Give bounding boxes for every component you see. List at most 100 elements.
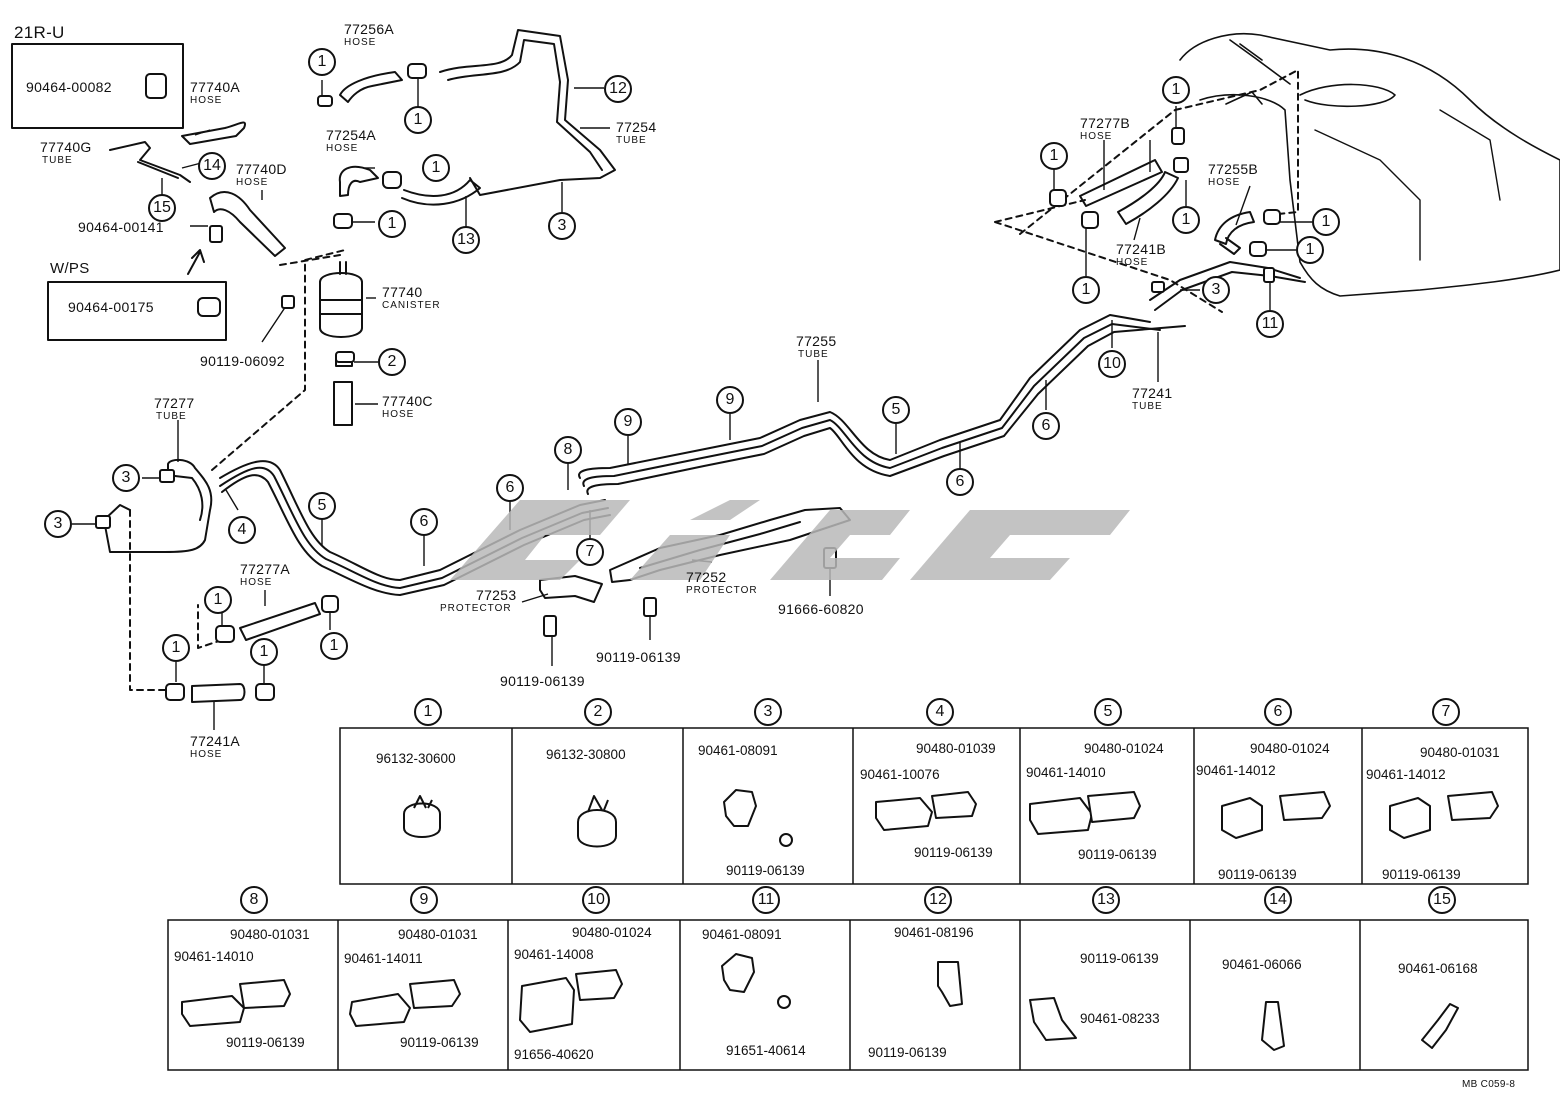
clip-90461-10076 [875, 797, 933, 831]
table-header-14: 14 [1264, 886, 1292, 914]
table-5-code-c: 90119-06139 [1078, 847, 1157, 862]
table-header-9: 9 [410, 886, 438, 914]
part-77241A: 77241A [190, 733, 241, 749]
table-7-code-b: 90461-14012 [1366, 767, 1446, 782]
clip-90461-14010a [1029, 797, 1093, 835]
hose-77254A [338, 165, 379, 197]
part-77254-type: TUBE [616, 135, 647, 146]
callout-1: 1 [1072, 276, 1100, 304]
table-9-code-c: 90119-06139 [400, 1035, 479, 1050]
wps-arrow [187, 249, 205, 275]
footer-drawing-code: MB C059-8 [1462, 1079, 1516, 1090]
clip-90461-08196 [937, 961, 963, 1007]
part-77740: 77740 [382, 284, 423, 300]
clamp-shape [317, 95, 333, 107]
part-77740D: 77740D [236, 161, 287, 177]
callout-6: 6 [496, 474, 524, 502]
table-12-code-a: 90461-08196 [894, 925, 974, 940]
tube-77740G [109, 141, 191, 183]
hose-77740D [209, 191, 286, 257]
clip-90461-06168 [1421, 1003, 1459, 1049]
hose-77277A [239, 602, 321, 641]
part-77255: 77255 [796, 333, 837, 349]
table-6-code-c: 90119-06139 [1218, 867, 1297, 882]
part-77740-type: CANISTER [382, 300, 441, 311]
part-77255B-type: HOSE [1208, 177, 1241, 188]
callout-15: 15 [148, 194, 176, 222]
table-10-code-b: 90461-14008 [514, 947, 594, 962]
table-4-code-a: 90480-01039 [916, 741, 996, 756]
table-5-code-a: 90480-01024 [1084, 741, 1164, 756]
callout-10: 10 [1098, 350, 1126, 378]
callout-1: 1 [378, 210, 406, 238]
part-91666-60820: 91666-60820 [778, 601, 864, 617]
part-77740G: 77740G [40, 139, 92, 155]
callout-6: 6 [1032, 412, 1060, 440]
dash-box-right [994, 69, 1299, 313]
wps-label: W/PS [50, 260, 90, 277]
hose-77740C [333, 381, 353, 426]
callout-8: 8 [554, 436, 582, 464]
part-77241B: 77241B [1116, 241, 1167, 257]
hose-77241B [1117, 171, 1179, 225]
part-77241A-type: HOSE [190, 749, 223, 760]
canister-body [319, 272, 363, 338]
table-header-2: 2 [584, 698, 612, 726]
clip-90461-08091a [723, 789, 757, 827]
table-8-code-b: 90461-14010 [174, 949, 254, 964]
part-77254: 77254 [616, 119, 657, 135]
part-77241-type: TUBE [1132, 401, 1163, 412]
callout-1: 1 [422, 154, 450, 182]
callout-1: 1 [308, 48, 336, 76]
part-77254A: 77254A [326, 127, 377, 143]
table-9-code-b: 90461-14011 [344, 951, 423, 966]
callout-3: 3 [44, 510, 72, 538]
engine-inset-part: 90464-00082 [26, 79, 112, 95]
table-3-code-b: 90119-06139 [726, 863, 805, 878]
clip-90461-14012a [1221, 797, 1263, 839]
callout-1: 1 [1162, 76, 1190, 104]
table-11-code-a: 90461-08091 [702, 927, 782, 942]
callout-12: 12 [604, 75, 632, 103]
table-header-6: 6 [1264, 698, 1292, 726]
table-header-4: 4 [926, 698, 954, 726]
tube-bundle-middle [578, 314, 1151, 479]
part-77277: 77277 [154, 395, 195, 411]
dash-line-canister [211, 249, 346, 471]
part-90119-06092: 90119-06092 [200, 353, 285, 369]
callout-4: 4 [228, 516, 256, 544]
callout-7: 7 [576, 538, 604, 566]
table-header-15: 15 [1428, 886, 1456, 914]
callout-1: 1 [204, 586, 232, 614]
clip-90461-14012b [1389, 797, 1431, 839]
part-90119-06139-b: 90119-06139 [500, 673, 585, 689]
part-77253: 77253 [476, 587, 517, 603]
callout-14: 14 [198, 152, 226, 180]
callout-9: 9 [614, 408, 642, 436]
table-8-code-a: 90480-01031 [230, 927, 310, 942]
wps-inset-part: 90464-00175 [68, 299, 154, 315]
part-90464-00141: 90464-00141 [78, 219, 164, 235]
table-2-code-a: 96132-30800 [546, 747, 626, 762]
part-77256A-type: HOSE [344, 37, 377, 48]
table-10-code-c: 91656-40620 [514, 1047, 594, 1062]
table-header-13: 13 [1092, 886, 1120, 914]
callout-3: 3 [548, 212, 576, 240]
callout-5: 5 [882, 396, 910, 424]
engine-inset-box [11, 43, 184, 129]
part-77253-type: PROTECTOR [440, 603, 512, 614]
hose-77256A [339, 71, 403, 103]
part-77277A: 77277A [240, 561, 291, 577]
part-77254A-type: HOSE [326, 143, 359, 154]
table-14-code-a: 90461-06066 [1222, 957, 1302, 972]
table-header-10: 10 [582, 886, 610, 914]
part-77241: 77241 [1132, 385, 1173, 401]
hose-77277B [1079, 159, 1163, 207]
part-77740A: 77740A [190, 79, 241, 95]
tube-77277 [103, 458, 213, 553]
table-8-code-c: 90119-06139 [226, 1035, 305, 1050]
tube-right-end [1149, 261, 1301, 301]
clip-90461-08233 [1029, 997, 1077, 1041]
hose-77241A [191, 683, 246, 703]
